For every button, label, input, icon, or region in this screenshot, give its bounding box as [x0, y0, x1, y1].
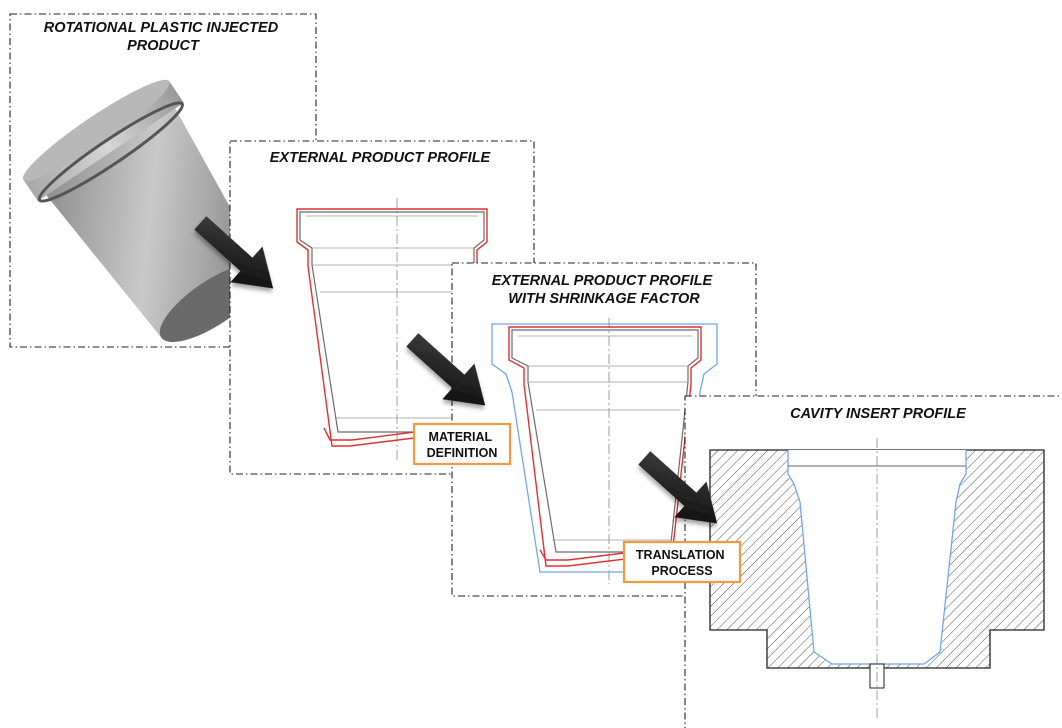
svg-text:TRANSLATION PROCESS: TRANSLATION PROCESS: [636, 548, 728, 578]
panel-cavity-insert: CAVITY INSERT PROFILE: [684, 395, 1062, 728]
panel-external-profile-title: EXTERNAL PRODUCT PROFILE: [270, 150, 492, 166]
arrow-1: [194, 216, 274, 289]
cavity-insert-drawing: [709, 438, 1045, 718]
panel-shrinkage-profile-title: EXTERNAL PRODUCT PROFILE WITH SHRINKAGE …: [492, 273, 717, 307]
arrow-3: [638, 451, 718, 524]
panel-external-profile: EXTERNAL PRODUCT PROFILE: [229, 140, 535, 475]
svg-text:MATERIAL DEFINITION: MATERIAL DEFINITION: [427, 430, 498, 460]
panel-cavity-insert-title: CAVITY INSERT PROFILE: [790, 406, 967, 422]
material-definition-label: MATERIAL DEFINITION: [412, 422, 512, 466]
panel-product-title: ROTATIONAL PLASTIC INJECTED PRODUCT: [44, 20, 282, 54]
arrow-2: [406, 333, 486, 406]
translation-process-label: TRANSLATION PROCESS: [622, 540, 742, 584]
